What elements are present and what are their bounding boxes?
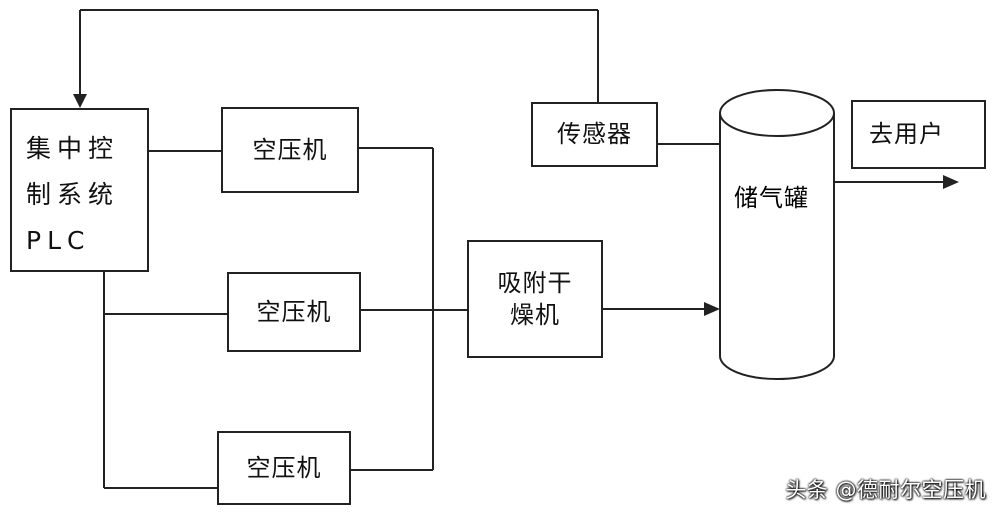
plc-label: 集中控 制系统 PLC bbox=[26, 134, 120, 255]
watermark: 头条 @德耐尔空压机 bbox=[785, 478, 986, 502]
feedback-arrowhead bbox=[73, 94, 87, 108]
compressor-box-1: 空压机 bbox=[221, 107, 359, 193]
user-box: 去用户 bbox=[851, 100, 986, 169]
plc-box: 集中控 制系统 PLC bbox=[10, 108, 149, 272]
compressor-box-3: 空压机 bbox=[217, 431, 351, 505]
sensor-label: 传感器 bbox=[557, 120, 632, 149]
sensor-box: 传感器 bbox=[531, 102, 658, 167]
compressor-box-2: 空压机 bbox=[227, 272, 361, 352]
user-label: 去用户 bbox=[869, 120, 944, 148]
user-outlet-arrowhead bbox=[943, 175, 959, 189]
dryer-box: 吸附干 燥机 bbox=[467, 240, 603, 358]
tank-top bbox=[719, 89, 835, 137]
tank-label: 储气罐 bbox=[734, 184, 809, 212]
tank-body bbox=[719, 113, 835, 380]
compressor-2-label: 空压机 bbox=[256, 297, 332, 326]
compressor-3-label: 空压机 bbox=[246, 453, 322, 482]
compressor-1-label: 空压机 bbox=[252, 135, 328, 164]
tank-inlet-arrowhead bbox=[704, 302, 720, 316]
dryer-label: 吸附干 燥机 bbox=[497, 268, 573, 329]
